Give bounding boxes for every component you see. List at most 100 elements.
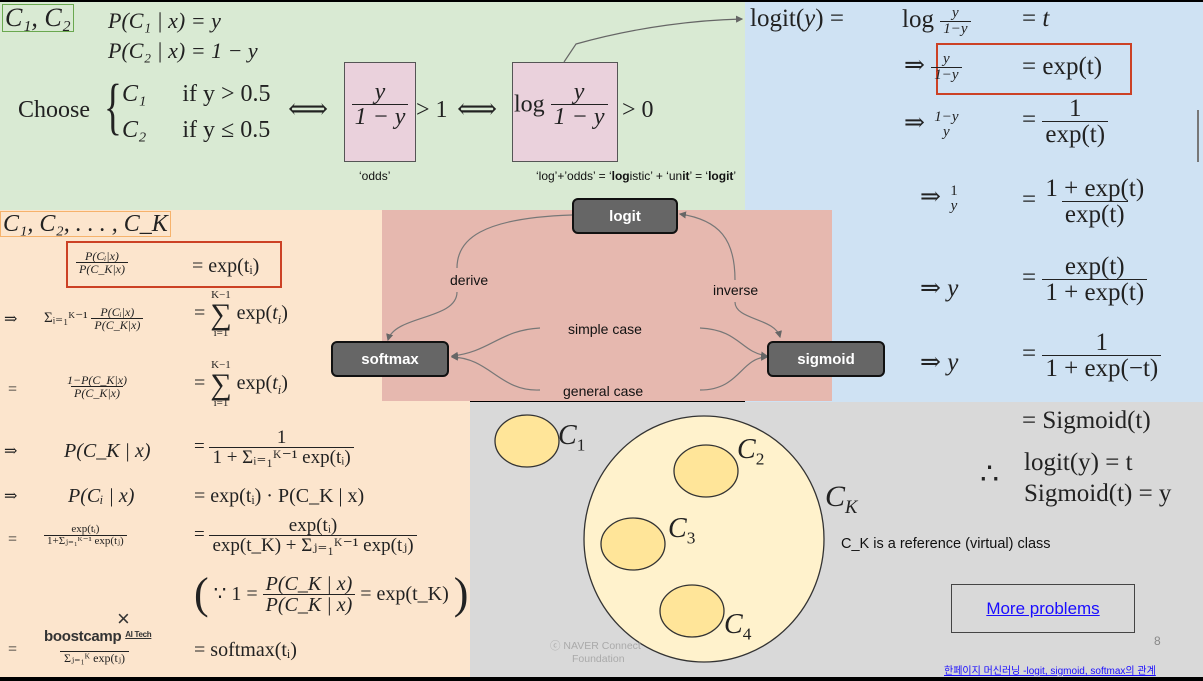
row2-den: P(C_K|x): [91, 318, 144, 331]
row6-rhs: = exp(tᵢ)exp(t_K) + Σⱼ₌₁ᴷ⁻¹ exp(tⱼ): [194, 516, 417, 555]
deriv-row-3-num: 1 + exp(t): [1045, 175, 1145, 202]
row6-num: exp(tᵢ): [288, 515, 338, 536]
row6-lhs: exp(tᵢ)1+Σⱼ₌₁ᴷ⁻¹ exp(tⱼ): [44, 524, 127, 547]
log-text: log: [514, 91, 545, 118]
general-case-to-sigmoid: [699, 353, 769, 391]
case1: C₁ if y > 0.5: [122, 82, 271, 106]
row2-lhs: Σᵢ₌₁ᴷ⁻¹ P(Cᵢ|x)P(C_K|x): [44, 306, 144, 331]
general-case-to-softmax: [450, 353, 541, 391]
row2-sum-lower: i=1: [213, 327, 229, 339]
prob-c1-text: P(C₁ | x) = y: [108, 8, 221, 33]
logit-etymology-caption: ‘log’+’odds’ = ‘logistic’ + ‘unit’ = ‘lo…: [536, 169, 736, 183]
row2-rhs: = K−1∑i=1 exp(ti): [194, 289, 288, 339]
iff-arrow-1: ⟺: [288, 94, 329, 125]
log-odds-box: [512, 62, 618, 162]
caption-bold-it: it: [682, 169, 690, 183]
choose-label: Choose: [18, 97, 90, 123]
caption-part: istic’ + ‘un: [629, 169, 683, 183]
copyright-icon: ⓒ: [550, 640, 561, 652]
deriv-row-3-den: exp(t): [1061, 201, 1128, 227]
odds-caption: ‘odds’: [359, 169, 391, 183]
copyright-line1: NAVER Connect: [563, 640, 641, 652]
deriv-row-5: ⇒ y: [920, 349, 959, 376]
simple-case-to-sigmoid: [699, 327, 769, 359]
binary-classes-text: C₁, C₂: [5, 3, 71, 32]
choose-brace: {: [103, 73, 122, 141]
row7: ( ∵ 1 = P(C_K | x)P(C_K | x) = exp(t_K) …: [194, 569, 469, 618]
row3-den: P(C_K|x): [71, 386, 124, 399]
c3-label-text: C: [668, 513, 687, 544]
c3-label: C3: [668, 515, 695, 547]
class-ck-circle: [583, 415, 825, 663]
general-case-label: general case: [563, 383, 644, 399]
boostcamp-brand: boostcamp: [44, 628, 122, 645]
multiclass-label: C₁, C₂, . . . , C_K: [0, 211, 171, 237]
more-problems-button[interactable]: More problems: [951, 584, 1135, 633]
row4-lhs: P(C_K | x): [64, 440, 151, 462]
deriv-row-1-rhs: = exp(t): [1022, 53, 1103, 80]
scrollbar-handle[interactable]: [1197, 110, 1199, 162]
c4-label: C4: [724, 611, 751, 643]
ck-label: CK: [825, 482, 857, 518]
caption-bold-logit: logit: [708, 169, 734, 183]
case1-class: C₁: [122, 81, 147, 107]
simple-case-to-softmax: [450, 327, 541, 359]
row5-lhs: P(Cᵢ | x): [68, 485, 135, 507]
row2-prefix: ⇒: [4, 311, 18, 328]
case1-condition: if y > 0.5: [182, 81, 271, 107]
deriv-row-4: ⇒ y: [920, 275, 959, 302]
c2-label: C2: [737, 436, 764, 468]
therefore-symbol: ∴: [980, 458, 1000, 491]
row4-num: 1: [276, 427, 287, 448]
ck-reference-note: C_K is a reference (virtual) class: [841, 536, 1051, 552]
deriv-row-5-den: 1 + exp(−t): [1042, 355, 1162, 381]
simple-case-label: simple case: [568, 321, 642, 337]
caption-bold-log: log: [611, 169, 630, 183]
row4-den: 1 + Σᵢ₌₁ᴷ⁻¹ exp(tᵢ): [209, 447, 354, 467]
c1-label: C1: [558, 422, 585, 454]
deriv-row-4-num: exp(t): [1064, 253, 1125, 280]
c2-label-text: C: [737, 434, 756, 465]
class-c3-ellipse: [600, 517, 666, 571]
odds-exp-highlight: [936, 43, 1132, 95]
odds-numerator: y: [374, 79, 386, 105]
source-link[interactable]: 한페이지 머신러닝 -logit, sigmoid, softmax의 관계: [944, 666, 1156, 677]
close-icon[interactable]: ×: [117, 606, 130, 631]
ck-label-text: C: [825, 480, 846, 513]
row2-sum-upper: K−1: [211, 289, 231, 301]
deriv-row-5-num: 1: [1095, 329, 1109, 356]
caption-part: ’ = ‘: [689, 169, 709, 183]
class-c1-ellipse: [494, 414, 560, 468]
row3-prefix: =: [8, 381, 18, 398]
row7-because: ∵ 1 =: [213, 583, 258, 605]
page-number: 8: [1154, 634, 1161, 648]
row2-sum: Σᵢ₌₁ᴷ⁻¹: [44, 310, 88, 326]
more-problems-link[interactable]: More problems: [986, 598, 1100, 618]
ratio-exp-highlight: [66, 241, 282, 288]
row6-lhs-den: 1+Σⱼ₌₁ᴷ⁻¹ exp(tⱼ): [44, 535, 127, 547]
row5-prefix: ⇒: [4, 488, 18, 505]
deriv-row-2-den: exp(t): [1042, 121, 1109, 147]
row6-prefix: =: [8, 531, 18, 548]
ratio-lhs: P(Cᵢ|x)P(C_K|x): [76, 250, 128, 275]
row8-prefix: =: [8, 641, 18, 658]
derive-arrow: [388, 214, 573, 340]
inverse-arrow-up: [678, 211, 736, 281]
row6-lhs-num: exp(tᵢ): [71, 523, 100, 535]
copyright-line2: Foundation: [572, 652, 625, 665]
copyright: ⓒ NAVER Connect Foundation: [550, 640, 641, 665]
log-odds-gt-0: > 0: [622, 97, 654, 123]
case2: C₂ if y ≤ 0.5: [122, 118, 270, 142]
odds-box: [344, 62, 416, 162]
boostcamp-logo: boostcamp AI Tech: [44, 628, 152, 645]
conclusion-sigmoid: Sigmoid(t) = y: [1024, 480, 1172, 507]
venn-panel-top: [832, 402, 966, 512]
c3-label-sub: 3: [686, 528, 696, 548]
binary-classes-label: C₁, C₂: [2, 4, 74, 32]
